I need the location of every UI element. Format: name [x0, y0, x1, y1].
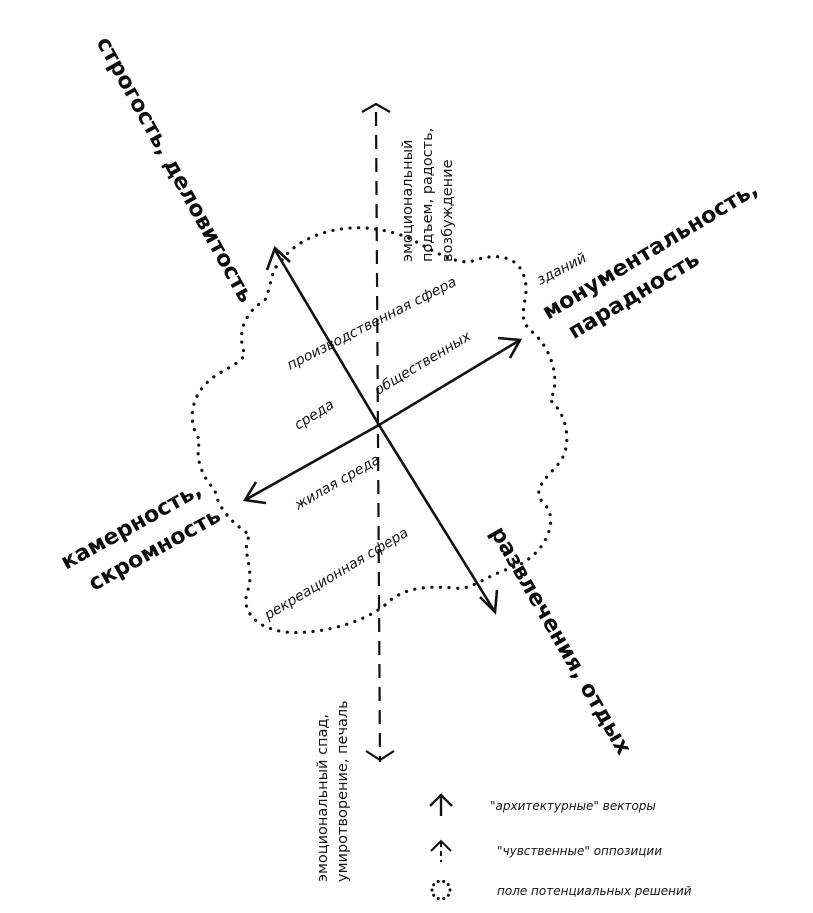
svg-text:среда: среда	[292, 397, 337, 434]
vector-sw-arrowhead	[242, 481, 267, 505]
sensory-axis-top-arrowhead	[361, 102, 391, 113]
legend-vectors-text: "архитектурные" векторы	[490, 799, 656, 813]
legend-field-symbol	[430, 879, 452, 901]
label-sw: камерность, скромность	[57, 477, 225, 596]
vector-se	[377, 424, 497, 613]
svg-text:умиротворение, печаль: умиротворение, печаль	[335, 700, 351, 882]
vector-nw	[273, 249, 381, 426]
svg-text:строгость, деловитость: строгость, деловитость	[91, 33, 258, 307]
zone-residential: жилая среда	[291, 452, 383, 514]
svg-text:монументальность,: монументальность,	[538, 177, 762, 326]
potential-solutions-field	[190, 226, 569, 635]
zone-environment: среда	[292, 397, 337, 434]
svg-text:подъем, радость,: подъем, радость,	[420, 128, 436, 262]
legend: "архитектурные" векторы "чувственные" оп…	[429, 793, 692, 901]
label-vertical-bottom: эмоциональный спад, умиротворение, печал…	[315, 700, 351, 882]
sensory-axis-bottom-arrowhead	[365, 750, 395, 762]
svg-text:рекреационная сфера: рекреационная сфера	[261, 525, 411, 624]
label-vertical-top: эмоциональный подъем, радость, возбужден…	[400, 128, 456, 262]
zone-public: общественных	[372, 328, 475, 398]
legend-vector-symbol	[429, 793, 453, 816]
vector-ne	[378, 338, 521, 427]
label-nw: строгость, деловитость	[91, 33, 258, 307]
svg-text:эмоциональный спад,: эмоциональный спад,	[315, 714, 331, 882]
sensory-opposition-axis	[374, 111, 382, 763]
legend-oppositions-text: "чувственные" оппозиции	[497, 844, 662, 858]
zone-recreation: рекреационная сфера	[261, 525, 411, 624]
svg-text:эмоциональный: эмоциональный	[400, 140, 416, 262]
vector-sw	[244, 423, 380, 502]
legend-field-text: поле потенциальных решений	[497, 884, 692, 898]
svg-text:общественных: общественных	[372, 328, 475, 398]
vector-ne-arrowhead	[497, 336, 523, 359]
legend-opposition-symbol	[430, 839, 452, 862]
vector-nw-arrowhead	[265, 245, 291, 271]
svg-text:жилая среда: жилая среда	[291, 452, 383, 514]
vector-se-arrowhead	[479, 589, 499, 615]
svg-text:возбуждение: возбуждение	[440, 159, 456, 262]
svg-text:развлечения, отдых: развлечения, отдых	[485, 523, 636, 760]
label-se: развлечения, отдых	[485, 523, 636, 760]
